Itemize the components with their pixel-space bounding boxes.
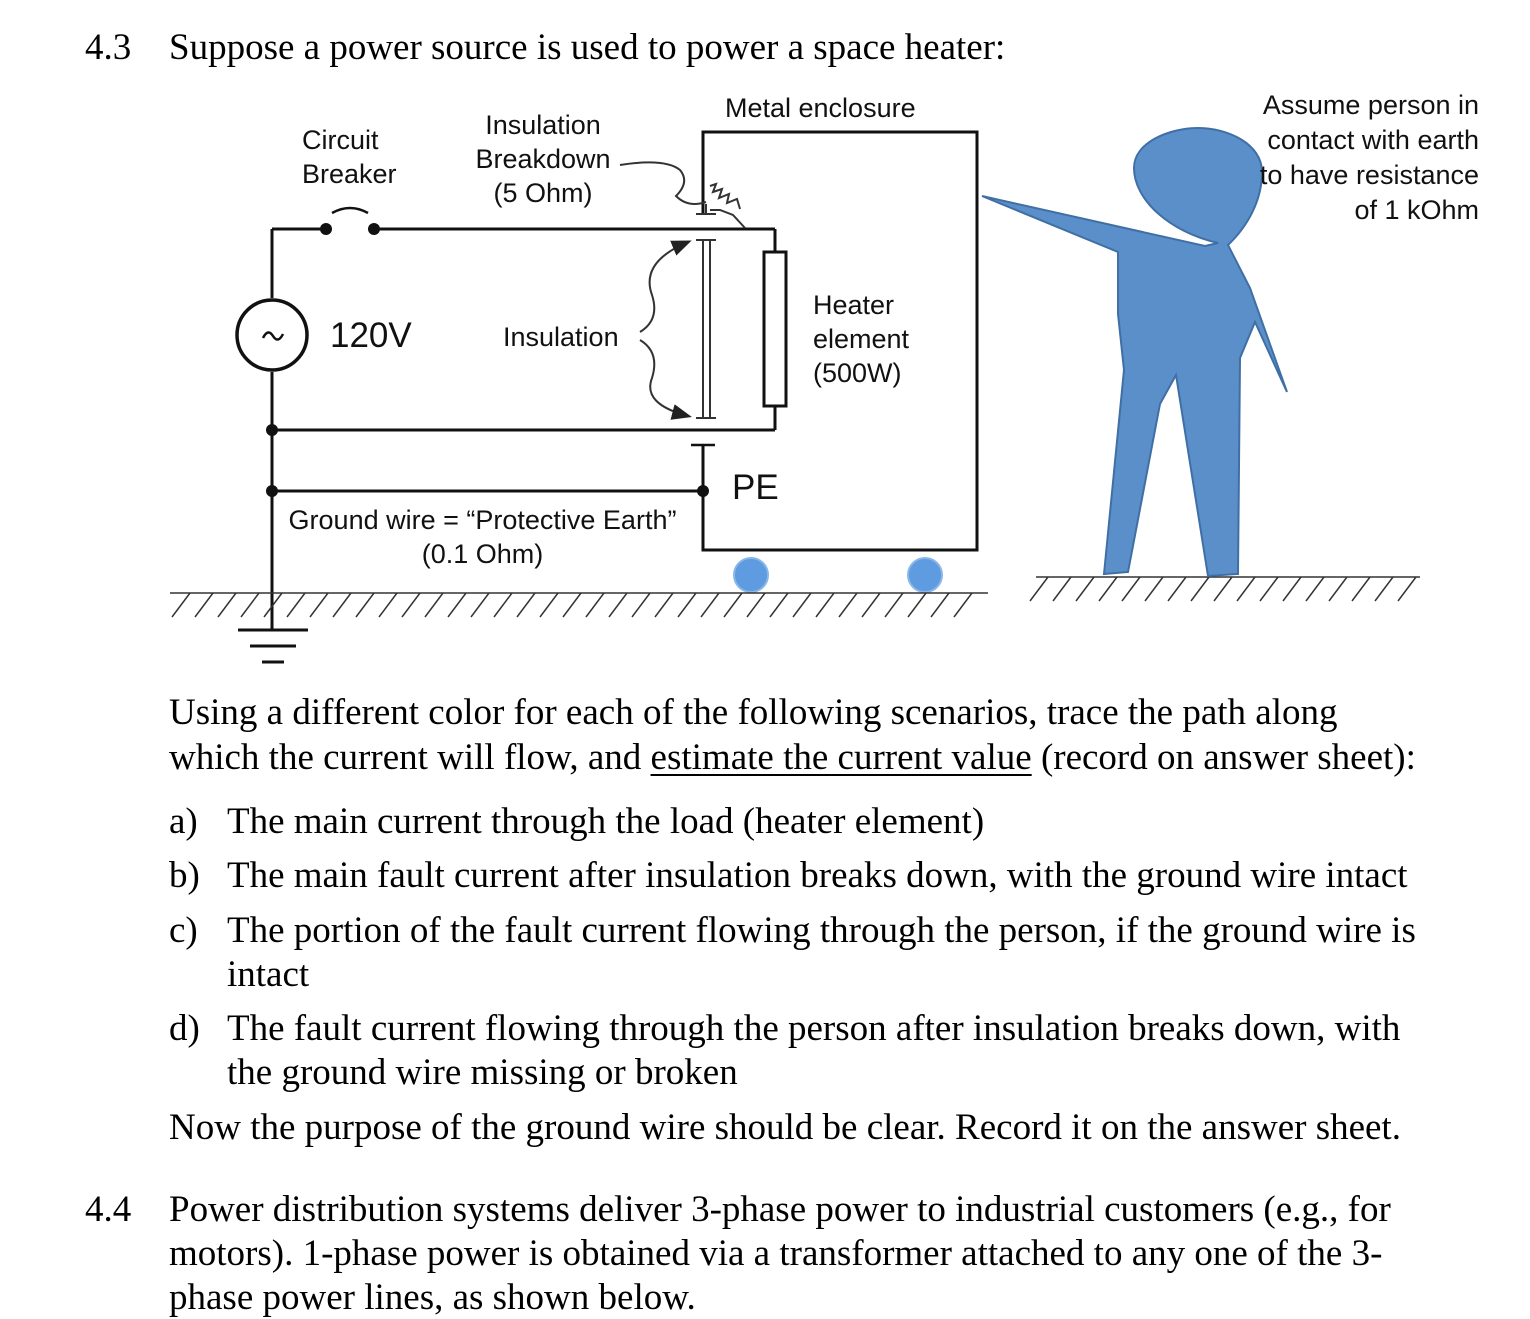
question-4-4-line-2: motors). 1-phase power is obtained via a…: [169, 1233, 1383, 1274]
earth-hatch-mark: [1213, 576, 1233, 602]
question-title-4-3: Suppose a power source is used to power …: [169, 27, 1006, 68]
earth-hatch-mark: [1190, 576, 1210, 602]
circuit-diagram: [170, 126, 1420, 664]
earth-hatch-mark: [723, 592, 743, 618]
voltage-source: [235, 298, 309, 372]
earth-hatch-mark: [194, 592, 214, 618]
junction-pe-right: [697, 485, 709, 497]
earth-hatch-mark: [884, 592, 904, 618]
earth-hatch-mark: [1029, 576, 1049, 602]
heater-element-label: Heater element (500W): [813, 290, 910, 388]
earth-hatch-mark: [1144, 576, 1164, 602]
junction-return: [266, 424, 278, 436]
earth-hatch-mark: [1328, 576, 1348, 602]
earth-hatch-mark: [677, 592, 697, 618]
metal-enclosure: [701, 130, 979, 552]
earth-hatch-mark: [654, 592, 674, 618]
heater-element-resistor: [762, 250, 788, 408]
earth-hatch-mark: [493, 592, 513, 618]
earth-hatch-mark: [401, 592, 421, 618]
ground-wire-label: Ground wire = “Protective Earth” (0.1 Oh…: [288, 505, 677, 569]
earth-hatch-mark: [838, 592, 858, 618]
item-b-text: The main fault current after insulation …: [227, 855, 1408, 896]
earth-hatch-mark: [1351, 576, 1371, 602]
underlined-phrase: estimate the current value: [650, 737, 1032, 778]
earth-hatch-mark: [562, 592, 582, 618]
item-a-label: a): [169, 801, 198, 842]
earth-hatch-mark: [861, 592, 881, 618]
insulation-label: Insulation: [503, 322, 619, 352]
earth-hatch-mark: [1121, 576, 1141, 602]
earth-hatch-mark: [1075, 576, 1095, 602]
earth-hatch-mark: [700, 592, 720, 618]
junction-pe-left: [266, 485, 278, 497]
item-c-text-line-2: intact: [227, 954, 310, 995]
item-a-text: The main current through the load (heate…: [227, 801, 985, 842]
earth-hatch-mark: [792, 592, 812, 618]
earth-hatch-mark: [585, 592, 605, 618]
item-c-text-line-1: The portion of the fault current flowing…: [227, 910, 1416, 951]
question-4-4-line-3: phase power lines, as shown below.: [169, 1277, 696, 1318]
breaker-contact-left: [320, 223, 332, 235]
earth-hatch-mark: [907, 592, 927, 618]
earth-hatch-mark: [240, 592, 260, 618]
earth-hatch-mark: [608, 592, 628, 618]
earth-hatch-mark: [1052, 576, 1072, 602]
metal-enclosure-label: Metal enclosure: [725, 93, 916, 123]
earth-hatch-mark: [263, 592, 283, 618]
item-d-label: d): [169, 1008, 200, 1049]
earth-hatch-mark: [309, 592, 329, 618]
earth-hatch-mark: [953, 592, 973, 618]
earth-hatch-mark: [1374, 576, 1394, 602]
enclosure-wheel-right: [907, 557, 943, 593]
earth-hatch-mark: [470, 592, 490, 618]
earth-hatch-mark: [746, 592, 766, 618]
conclusion-text: Now the purpose of the ground wire shoul…: [169, 1107, 1401, 1148]
earth-hatch-mark: [332, 592, 352, 618]
question-number-4-4: 4.4: [85, 1189, 132, 1230]
earth-hatch-mark: [516, 592, 536, 618]
earth-hatch-mark: [631, 592, 651, 618]
earth-hatch-mark: [815, 592, 835, 618]
question-4-4-line-1: Power distribution systems deliver 3-pha…: [169, 1189, 1391, 1230]
breaker-contact-right: [368, 223, 380, 235]
earth-hatch-mark: [424, 592, 444, 618]
earth-hatch-mark: [1397, 576, 1417, 602]
earth-hatch-mark: [769, 592, 789, 618]
item-d-text-line-2: the ground wire missing or broken: [227, 1052, 738, 1093]
earth-hatch-mark: [1167, 576, 1187, 602]
earth-hatch-mark: [355, 592, 375, 618]
earth-hatch-mark: [286, 592, 306, 618]
source-voltage-label: 120V: [330, 316, 412, 355]
earth-hatch-mark: [378, 592, 398, 618]
instructions-line-1: Using a different color for each of the …: [169, 692, 1338, 733]
circuit-breaker-label: Circuit Breaker: [302, 125, 397, 189]
instructions-line-2: which the current will flow, and estimat…: [169, 737, 1416, 778]
earth-hatch-mark: [1098, 576, 1118, 602]
earth-hatch-mark: [930, 592, 950, 618]
earth-hatch-mark: [1282, 576, 1302, 602]
earth-hatch-mark: [1236, 576, 1256, 602]
question-number-4-3: 4.3: [85, 27, 132, 68]
earth-hatch-mark: [217, 592, 237, 618]
earth-hatch-mark: [1305, 576, 1325, 602]
person-figure: [981, 126, 1288, 578]
earth-hatch-mark: [539, 592, 559, 618]
pe-label: PE: [732, 468, 779, 507]
breaker-arc: [331, 206, 369, 215]
item-b-label: b): [169, 855, 200, 896]
item-c-label: c): [169, 910, 198, 951]
earth-hatch-mark: [171, 592, 191, 618]
item-d-text-line-1: The fault current flowing through the pe…: [227, 1008, 1401, 1049]
person-resistance-note: Assume person in contact with earth to h…: [1259, 90, 1479, 225]
earth-hatch-mark: [447, 592, 467, 618]
enclosure-wheel-left: [733, 557, 769, 593]
earth-hatch-mark: [1259, 576, 1279, 602]
insulation-breakdown-label: Insulation Breakdown (5 Ohm): [475, 110, 611, 208]
